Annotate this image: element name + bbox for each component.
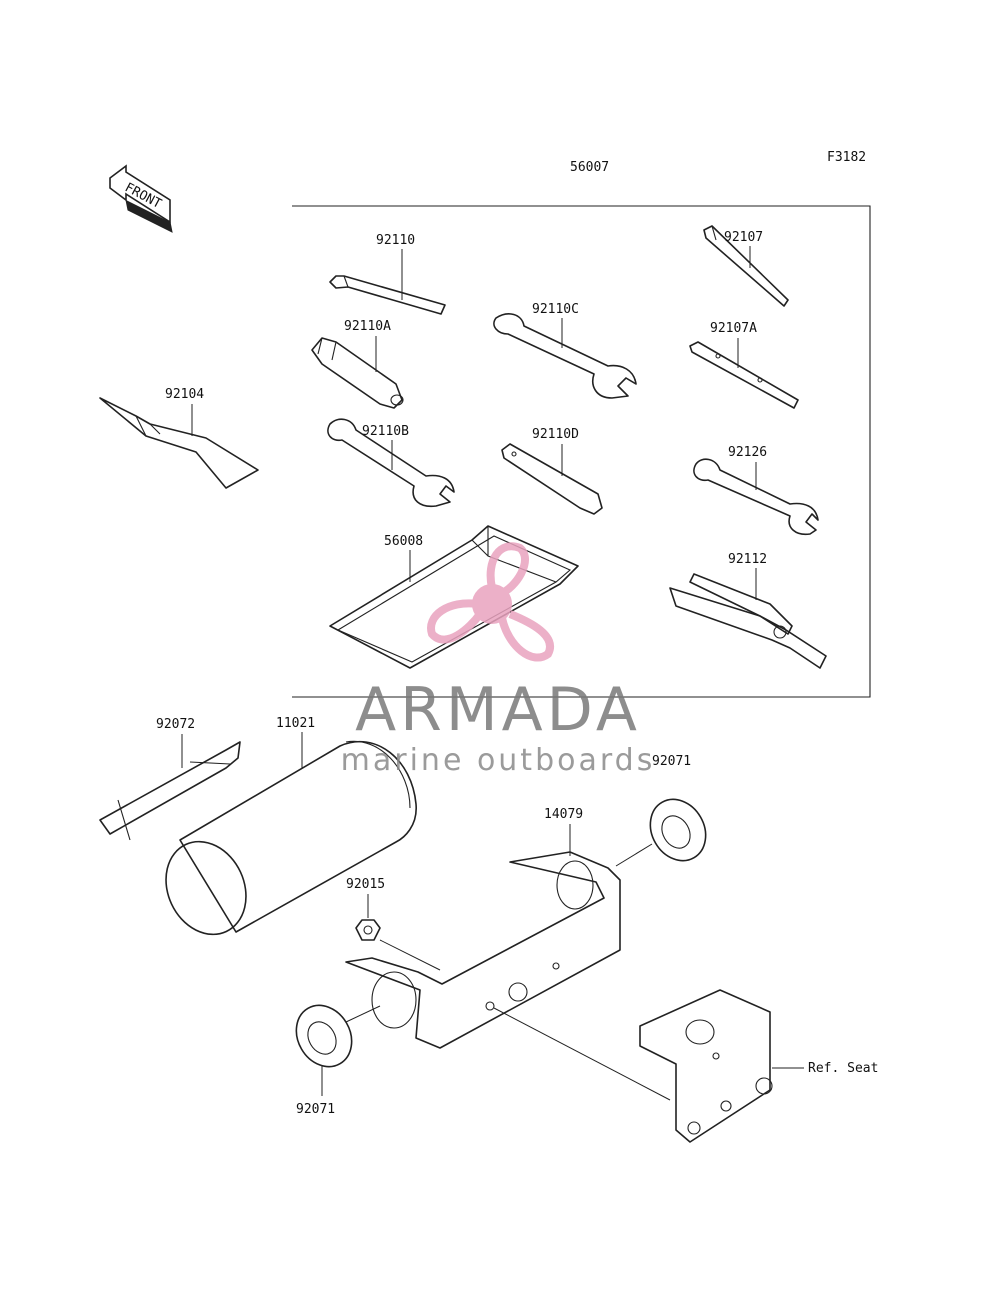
wrench-92110C: 92110C [493, 302, 637, 399]
front-arrow-icon: FRONT [109, 164, 173, 233]
callout-92110B: 92110B [362, 424, 409, 439]
callout-92015: 92015 [346, 877, 385, 892]
callout-92112: 92112 [728, 552, 767, 567]
callout-92104: 92104 [165, 387, 204, 402]
callout-92110A: 92110A [344, 319, 391, 334]
callout-92110C: 92110C [532, 302, 579, 317]
callout-92107: 92107 [724, 230, 763, 245]
pliers-92112: 92112 [669, 552, 827, 669]
box-spanner-92110A: 92110A [311, 319, 404, 409]
callout-56008: 56008 [384, 534, 423, 549]
screwdriver-92107: 92107 [703, 225, 789, 307]
washer-92071-bottom: 92071 [295, 1004, 381, 1117]
ref-seat-label: Ref. Seat [808, 1061, 878, 1076]
callout-92110D: 92110D [532, 427, 579, 442]
seat-bracket: Ref. Seat [493, 989, 878, 1143]
bracket-14079: 14079 [345, 807, 621, 1049]
tube-spanner-92110D: 92110D [501, 427, 603, 515]
washer-92071-top: 92071 [615, 754, 707, 867]
tool-kit-box [292, 205, 871, 698]
filter-11021: 11021 [165, 716, 417, 936]
callout-92071-bottom: 92071 [296, 1102, 335, 1117]
callout-14079: 14079 [544, 807, 583, 822]
watermark-subtitle: marine outboards [341, 743, 656, 778]
screwdriver-92107A: 92107A [689, 321, 799, 409]
tool-pouch-56008: 56008 [329, 525, 579, 669]
callout-11021: 11021 [276, 716, 315, 731]
armada-watermark: ARMADA marine outboards [341, 542, 656, 778]
nut-92015: 92015 [346, 877, 441, 971]
allen-key-92110: 92110 [329, 233, 446, 315]
kit-number: 56007 [570, 160, 609, 175]
callout-92126: 92126 [728, 445, 767, 460]
wrench-92126: 92126 [693, 445, 819, 536]
figure-code: F3182 [827, 150, 866, 165]
bond-tube-92104: 92104 [99, 387, 259, 489]
propeller-logo-icon [427, 542, 554, 662]
callout-92071-top: 92071 [652, 754, 691, 769]
strap-92072: 92072 [99, 717, 241, 841]
callout-92107A: 92107A [710, 321, 757, 336]
callout-92110: 92110 [376, 233, 415, 248]
callout-92072: 92072 [156, 717, 195, 732]
wrench-92110B: 92110B [327, 418, 455, 508]
watermark-title: ARMADA [355, 675, 641, 745]
